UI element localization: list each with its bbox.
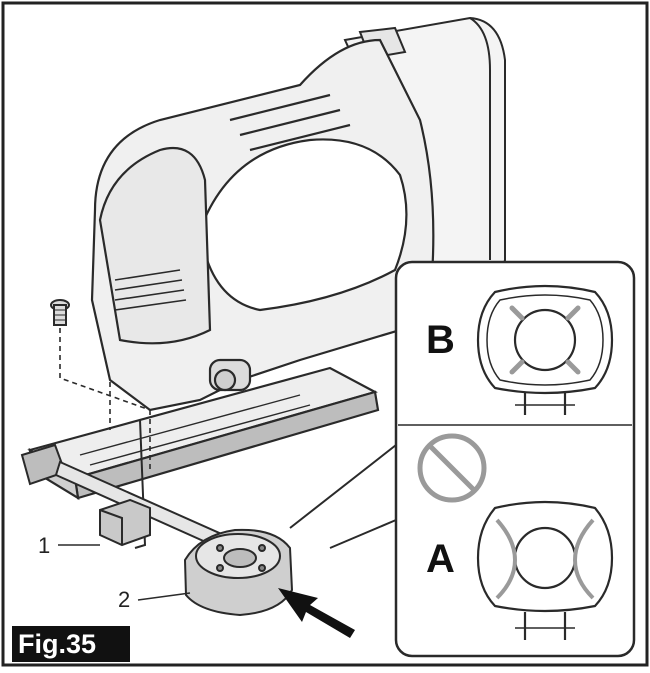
knob-incorrect-view bbox=[476, 500, 614, 640]
inset-label-b: B bbox=[426, 318, 455, 362]
push-arrow bbox=[278, 588, 355, 638]
dashed-guide-line bbox=[59, 328, 151, 411]
prohibited-icon bbox=[417, 433, 487, 503]
dashed-guide-line-2 bbox=[109, 382, 151, 470]
inset-connector bbox=[289, 444, 397, 549]
callout-number-2: 2 bbox=[118, 587, 131, 612]
inset-label-a: A bbox=[426, 537, 455, 581]
figure-label: Fig.35 bbox=[12, 626, 130, 662]
jigsaw-body bbox=[90, 38, 435, 412]
blade bbox=[134, 419, 147, 549]
part-1-clamp bbox=[99, 498, 151, 547]
part-2-knob bbox=[183, 528, 294, 617]
base-plate bbox=[27, 366, 380, 501]
knob-correct-view bbox=[476, 284, 614, 415]
screw bbox=[50, 299, 70, 326]
callout-line-2 bbox=[137, 592, 191, 601]
callout-number-1: 1 bbox=[38, 533, 51, 558]
